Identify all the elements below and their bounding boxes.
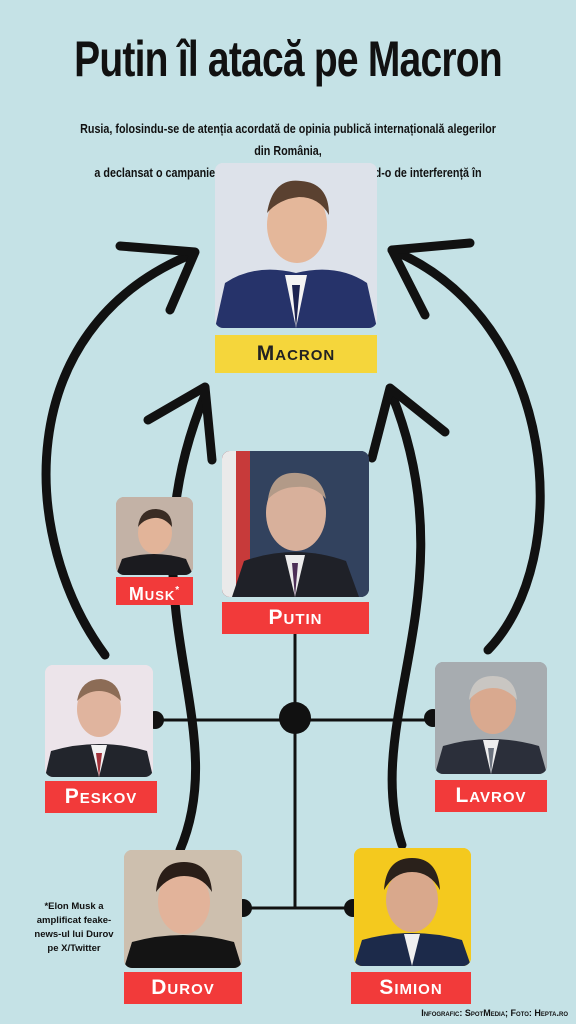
peskov-photo [45,665,153,777]
musk-label: Musk* [116,577,193,605]
page-title: Putin îl atacă pe Macron [74,31,503,87]
lavrov-arrow [387,245,545,655]
peskov-label: Peskov [45,781,157,813]
lavrov-arrowhead [387,238,475,320]
macron-photo [215,163,377,328]
musk-name: Musk [128,584,176,604]
putin-photo [222,451,369,597]
simion-label: Simion [351,972,471,1004]
simion-photo [354,848,471,966]
durov-label: Durov [124,972,242,1004]
peskov-arrow [41,250,195,660]
simion-arrowhead [367,383,450,463]
durov-arrowhead [143,382,217,465]
durov-photo [124,850,242,968]
simion-arrow [387,390,426,850]
musk-photo [116,497,193,575]
musk-footnote-mark: * [175,585,181,596]
footnote: *Elon Musk a amplificat feake-news-ul lu… [34,901,114,954]
macron-label: Macron [215,335,377,373]
lavrov-photo [435,662,547,774]
subtitle-line-1: Rusia, folosindu-se de atenția acordată … [80,122,496,158]
peskov-arrowhead [115,241,200,315]
lavrov-label: Lavrov [435,780,547,812]
putin-label: Putin [222,602,369,634]
durov-arrow [167,390,210,855]
credit-line: Infografic: SpotMedia; Foto: Hepta.ro [421,1008,568,1018]
hub-node [279,702,311,734]
